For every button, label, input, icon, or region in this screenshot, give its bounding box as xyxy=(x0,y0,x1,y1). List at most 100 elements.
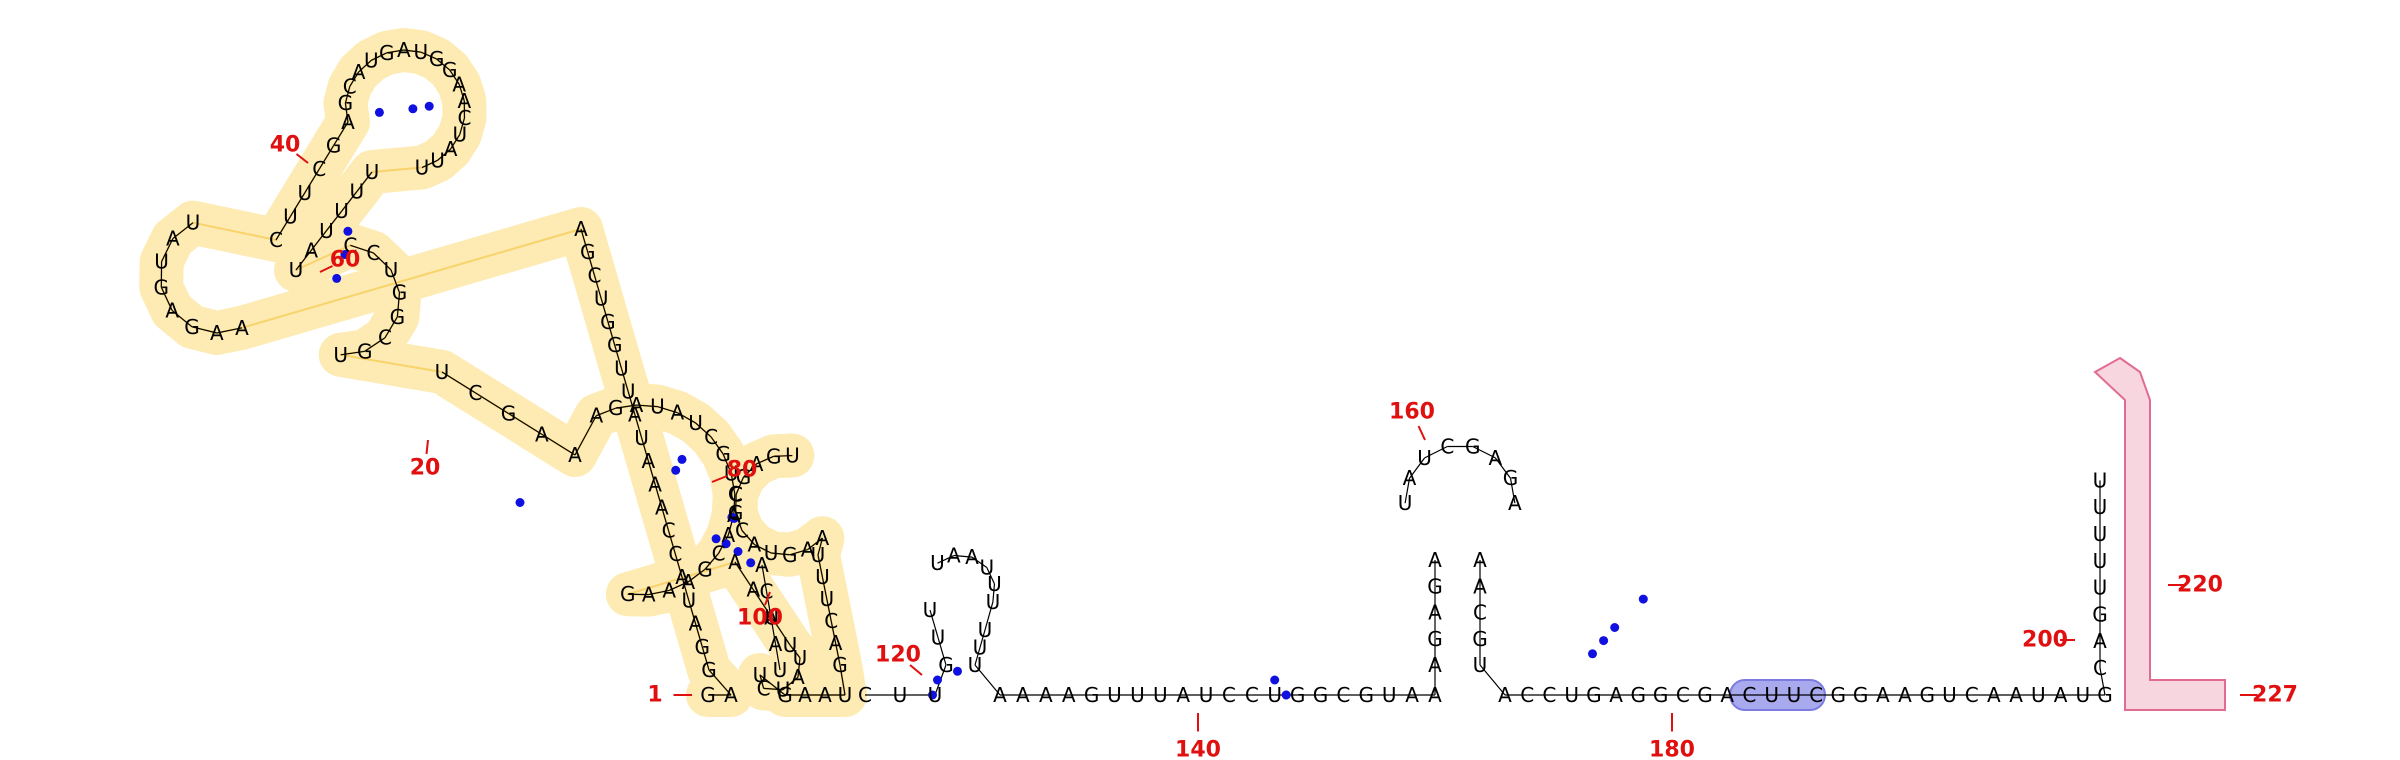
backbone-link xyxy=(161,238,174,262)
backbone-link xyxy=(614,344,622,369)
nucleotide: A xyxy=(755,553,769,577)
backbone-link xyxy=(437,148,451,161)
base-pair-dot xyxy=(711,534,721,544)
nucleotide: C xyxy=(269,228,283,252)
nucleotide: U xyxy=(773,658,788,682)
nucleotide: U xyxy=(978,618,993,642)
nucleotide: G xyxy=(429,47,445,71)
backbone-link xyxy=(295,250,312,271)
nucleotide: C xyxy=(1245,683,1259,707)
backbone-link xyxy=(441,371,476,394)
nucleotide: A xyxy=(681,570,695,594)
backbone-link xyxy=(730,473,736,494)
nucleotide: G xyxy=(1697,683,1713,707)
nucleotide: C xyxy=(668,542,682,566)
nucleotide: U xyxy=(349,180,364,204)
backbone-link xyxy=(304,168,320,194)
position-label: 20 xyxy=(410,456,441,481)
nucleotide: A xyxy=(829,631,843,655)
nucleotide: U xyxy=(785,444,800,468)
nucleotide: U xyxy=(186,211,201,235)
backbone-link xyxy=(1472,445,1496,459)
nucleotide: U xyxy=(297,181,312,205)
backbone-link xyxy=(759,674,765,689)
backbone-link xyxy=(344,103,349,123)
backbone-link xyxy=(450,134,461,150)
backbone-link xyxy=(953,554,973,558)
nucleotide: C xyxy=(343,75,357,99)
backbone-link xyxy=(171,310,193,328)
backbone-link xyxy=(1479,664,1506,696)
nucleotide: U xyxy=(1107,683,1122,707)
backbone-link xyxy=(386,49,404,54)
nucleotide: U xyxy=(154,250,169,274)
nucleotide: U xyxy=(2031,683,2046,707)
nucleotide: G xyxy=(620,582,636,606)
backbone-link xyxy=(607,321,616,346)
nucleotide: A xyxy=(724,683,738,707)
backbone-link xyxy=(770,617,777,644)
backbone-link xyxy=(421,159,438,169)
backbone-link xyxy=(774,643,781,671)
nucleotide: C xyxy=(458,106,472,130)
backbone-link xyxy=(593,275,602,299)
position-label: 60 xyxy=(330,248,361,273)
nucleotide: A xyxy=(166,227,180,251)
nucleotide: U xyxy=(1564,683,1579,707)
nucleotide: U xyxy=(1417,446,1432,470)
base-pair-dot xyxy=(340,250,350,259)
nucleotide: G xyxy=(766,444,782,468)
nucleotide: U xyxy=(973,636,988,660)
nucleotide: G xyxy=(607,333,623,357)
backbone-link xyxy=(371,52,388,61)
backbone-link xyxy=(325,210,343,232)
nucleotide: G xyxy=(695,635,711,659)
base-pair-dot xyxy=(332,273,342,283)
backbone-link xyxy=(373,252,392,271)
backbone-link xyxy=(390,269,401,293)
backbone-link xyxy=(937,637,947,666)
backbone-link xyxy=(344,86,351,104)
backbone-link xyxy=(984,601,994,631)
backbone-link xyxy=(668,530,676,555)
nucleotide: A xyxy=(2009,683,2023,707)
backbone-link xyxy=(641,437,649,462)
position-label: 220 xyxy=(2177,573,2223,598)
backbone-link xyxy=(789,644,801,659)
nucleotide: C xyxy=(378,326,392,350)
nucleotide: U xyxy=(2075,683,2090,707)
nucleotide: C xyxy=(468,381,482,405)
nucleotide: A xyxy=(642,449,656,473)
nucleotide: A xyxy=(1876,683,1890,707)
position-label: 180 xyxy=(1649,738,1695,760)
nucleotide: U xyxy=(2093,549,2108,573)
nucleotide: U xyxy=(815,565,830,589)
nucleotide: U xyxy=(979,556,994,580)
base-pair-dot xyxy=(515,498,525,507)
backbone-link xyxy=(687,568,706,583)
nucleotide: A xyxy=(721,523,735,547)
nucleotide: U xyxy=(1787,683,1802,707)
nucleotide: U xyxy=(811,543,826,567)
backbone-link xyxy=(694,623,703,647)
backbone-link xyxy=(627,391,636,415)
base-pair-dot xyxy=(408,104,418,114)
backbone-link xyxy=(396,292,401,317)
nucleotide: A xyxy=(1039,683,1053,707)
nucleotide: G xyxy=(1472,627,1488,651)
nucleotide: A xyxy=(165,299,179,323)
nucleotide: C xyxy=(588,263,602,287)
backbone-link xyxy=(634,414,643,439)
nucleotide: U xyxy=(415,156,430,180)
nucleotide: G xyxy=(701,658,717,682)
backbone-link xyxy=(752,589,773,618)
nucleotide: C xyxy=(1676,683,1690,707)
nucleotide: C xyxy=(366,241,380,265)
backbone-link xyxy=(754,544,772,554)
nucleotide: C xyxy=(662,519,676,543)
backbone-link xyxy=(358,59,372,73)
base-pair-dot xyxy=(677,454,687,464)
nucleotide: C xyxy=(728,482,742,506)
nucleotide: G xyxy=(1503,466,1519,490)
